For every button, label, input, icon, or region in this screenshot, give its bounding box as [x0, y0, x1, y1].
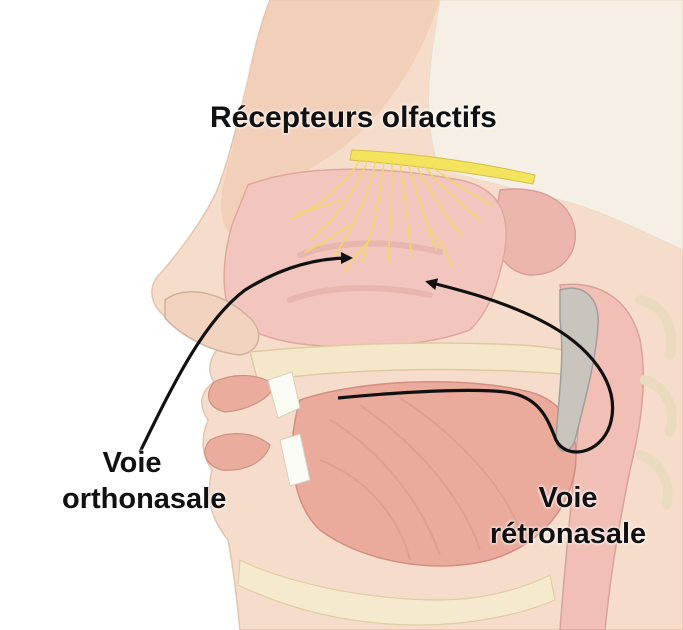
retronasal-line-2: rétronasale [478, 516, 658, 552]
olfactory-receptors-label: Récepteurs olfactifs [210, 100, 497, 136]
olfactory-receptors-text: Récepteurs olfactifs [210, 100, 497, 136]
orthonasal-line-2: orthonasale [62, 481, 202, 517]
retronasal-line-1: Voie [478, 480, 658, 516]
orthonasal-route-label: Voie orthonasale [62, 445, 202, 517]
orthonasal-line-1: Voie [62, 445, 202, 481]
retronasal-route-label: Voie rétronasale [478, 480, 658, 552]
